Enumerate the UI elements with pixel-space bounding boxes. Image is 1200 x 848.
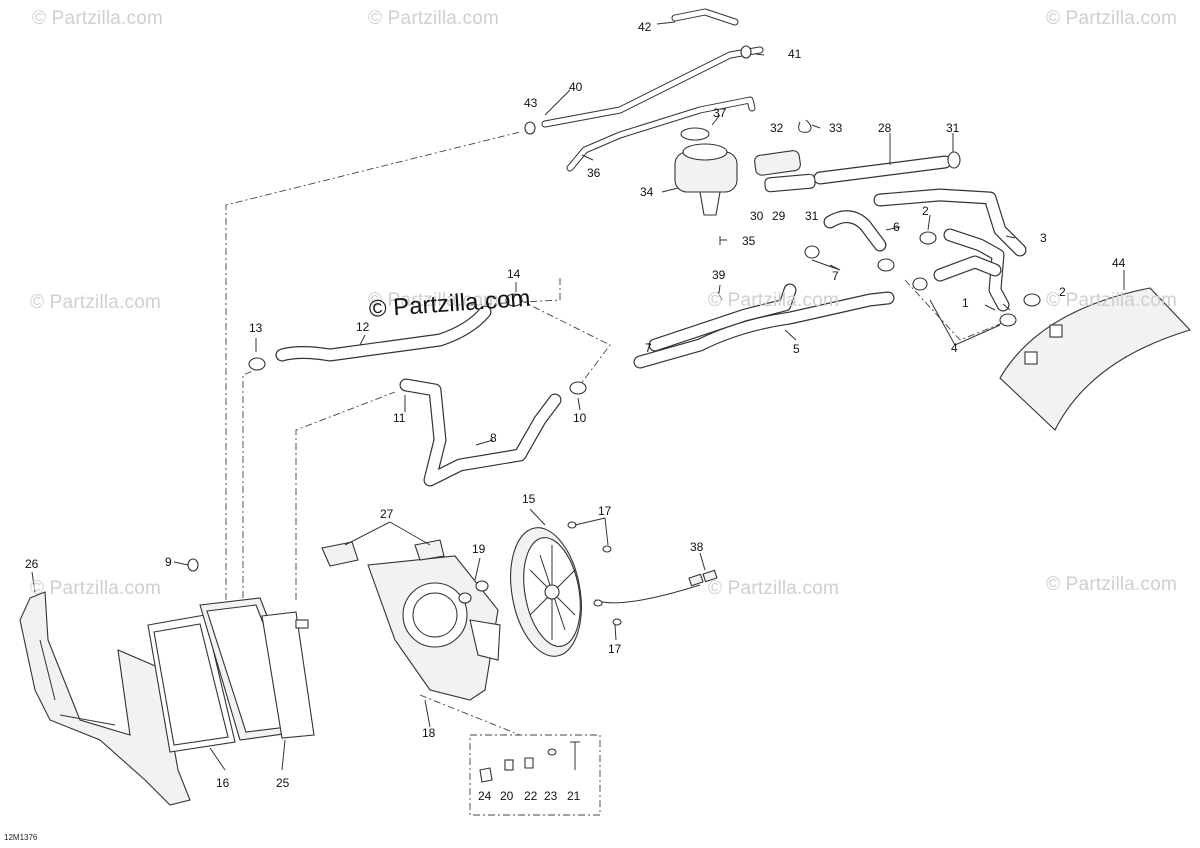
callout-37: 37: [713, 106, 727, 120]
callout-3: 3: [1040, 231, 1047, 245]
callout-22: 22: [524, 789, 538, 803]
hose-part-8: [399, 378, 562, 487]
callout-27: 27: [380, 507, 394, 521]
hose-part-12: [275, 305, 492, 362]
watermark: © Partzilla.com: [708, 290, 840, 311]
watermark: © Partzilla.com: [708, 578, 840, 599]
assembly-guide-lines: [225, 131, 1011, 736]
callout-2: 2: [1059, 285, 1066, 299]
callout-28: 28: [878, 121, 892, 135]
callout-32: 32: [770, 121, 784, 135]
callout-25: 25: [276, 776, 290, 790]
callout-31: 31: [805, 209, 819, 223]
callout-13: 13: [249, 321, 263, 335]
callout-31: 31: [946, 121, 960, 135]
callout-26: 26: [25, 557, 39, 571]
watermark: © Partzilla.com: [30, 292, 162, 313]
callout-18: 18: [422, 726, 436, 740]
callout-30: 30: [750, 209, 764, 223]
side-panel-part-26: [19, 591, 191, 806]
callout-14: 14: [507, 267, 521, 281]
callout-23: 23: [544, 789, 558, 803]
fan-shroud-part-18: [367, 555, 501, 701]
callout-8: 8: [490, 431, 497, 445]
callout-34: 34: [640, 185, 654, 199]
callout-2: 2: [922, 204, 929, 218]
diagram-code: 12M1376: [4, 833, 38, 842]
callout-38: 38: [690, 540, 704, 554]
callout-21: 21: [567, 789, 581, 803]
callout-16: 16: [216, 776, 230, 790]
bracket-part-27a: [321, 541, 359, 567]
callout-7: 7: [645, 341, 652, 355]
callout-20: 20: [500, 789, 514, 803]
coolant-reservoir-part-34: [674, 127, 738, 216]
hardware-kit-items: [479, 741, 580, 783]
hose-part-6: [823, 210, 887, 252]
callout-33: 33: [829, 121, 843, 135]
callout-15: 15: [522, 492, 536, 506]
callout-9: 9: [165, 555, 172, 569]
callout-24: 24: [478, 789, 492, 803]
callout-6: 6: [893, 220, 900, 234]
hose-part-28: [813, 155, 952, 185]
watermark: © Partzilla.com: [30, 578, 162, 599]
callout-12: 12: [356, 320, 370, 334]
watermark: © Partzilla.com: [368, 290, 500, 311]
bracket-part-27b: [414, 539, 445, 561]
callout-19: 19: [472, 542, 486, 556]
watermark: © Partzilla.com: [1046, 290, 1178, 311]
hoses-40-36-42: [541, 8, 764, 172]
radiator-assembly: [147, 597, 315, 753]
callout-10: 10: [573, 411, 587, 425]
panel-part-44: [999, 287, 1192, 431]
watermark: © Partzilla.com: [1046, 8, 1178, 29]
hose-part-5: [633, 283, 895, 369]
callout-36: 36: [587, 166, 601, 180]
callout-40: 40: [569, 80, 583, 94]
watermark: © Partzilla.com: [1046, 574, 1178, 595]
hardware-kit-box: [469, 734, 601, 816]
callout-35: 35: [742, 234, 756, 248]
leader-lines: [31, 21, 1125, 771]
callout-39: 39: [712, 268, 726, 282]
watermark: © Partzilla.com: [368, 8, 500, 29]
callout-44: 44: [1112, 256, 1126, 270]
callout-41: 41: [788, 47, 802, 61]
callout-17: 17: [608, 642, 622, 656]
callout-4: 4: [951, 341, 958, 355]
callout-42: 42: [638, 20, 652, 34]
watermark: © Partzilla.com: [32, 8, 164, 29]
callout-1: 1: [962, 296, 969, 310]
hose-part-3: [873, 188, 1027, 312]
callout-43: 43: [524, 96, 538, 110]
callout-17: 17: [598, 504, 612, 518]
cooling-fan-part-15: [510, 527, 718, 657]
callout-29: 29: [772, 209, 786, 223]
callout-5: 5: [793, 342, 800, 356]
callout-11: 11: [393, 411, 406, 425]
callout-7: 7: [832, 269, 839, 283]
